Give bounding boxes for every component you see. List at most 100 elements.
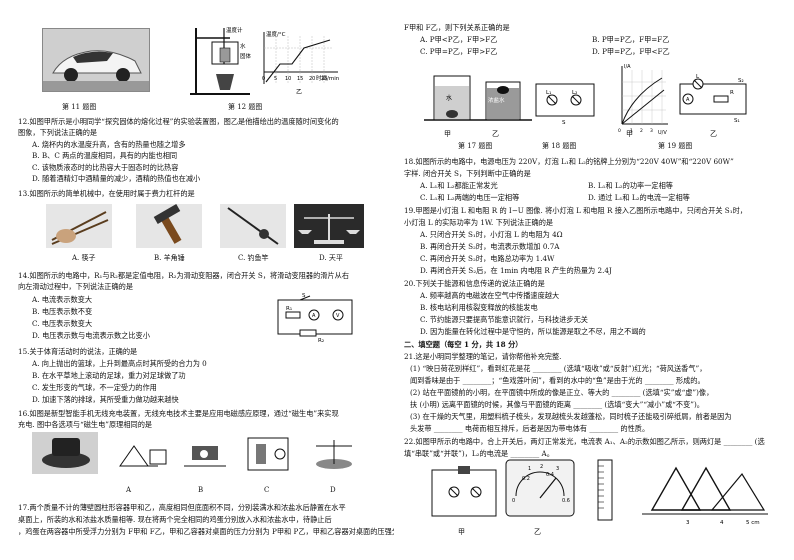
car-image (43, 29, 149, 91)
q12-option-c: C. 该物质液态时的比热容大于固态时的比热容 (32, 163, 179, 172)
fig12-tick-2: 10 (285, 76, 291, 82)
fig19-axis-y: I/A (624, 64, 631, 70)
left-column: 温度计 水 固体 甲 温度/°C 时间/min 0 5 10 15 20 25 … (14, 0, 394, 560)
q14-label-a: A (312, 313, 316, 319)
fig19-r: R (730, 90, 734, 96)
q21-part3-a: (3) 在干燥的天气里，用塑料梳子梳头，发现越梳头发越蓬松，同时梳子还能吸引碎纸… (410, 412, 732, 421)
q19-option-b: B. 再闭合开关 S₂时，电流表示数增加 0.7A (420, 242, 560, 251)
q13-option-a: A. 筷子 (72, 254, 96, 262)
fig22-meter-3: 0.6 (562, 498, 570, 504)
q14-label-s: S (302, 293, 306, 299)
fig22-meter-2: 0.4 (546, 472, 554, 478)
fig12-tick-3: 15 (297, 76, 303, 82)
fig12-tick-1: 5 (274, 76, 277, 82)
q19-stem-2: 小灯泡 L 的实际功率为 1W. 下列说法正确的是 (404, 218, 554, 227)
q15-option-b: B. 在水平草地上滚动的足球，重力对足球做了功 (32, 371, 186, 380)
q17-option-a: A. P甲<P乙，F甲>F乙 (420, 35, 498, 44)
q17-continued: F甲和 F乙，则下列关系正确的是 (404, 23, 510, 32)
fig19-s1: S₁ (734, 118, 740, 124)
car-photo (42, 28, 150, 92)
q14-label-r1: R₁ (286, 306, 292, 312)
fig22-ruler-4: 4 (720, 520, 724, 526)
q17-option-d: D. P甲=P乙，F甲<F乙 (592, 47, 670, 56)
claw-hammer-image (136, 204, 202, 248)
fig12-label-thermo: 温度计 (226, 26, 243, 34)
q21-part2-a: (2) 站在平面镜前的小明，在平面镜中所成的像是正立、等大的 ________ … (410, 388, 714, 397)
fig19-graph: I/A U/V 0 1 2 3 (618, 64, 668, 136)
fig22-meter-1: 0.2 (522, 476, 530, 482)
fig11-caption: 第 11 题图 (62, 103, 97, 111)
fig22-meter-5: 2 (540, 464, 543, 470)
q14-label-v: V (336, 313, 340, 319)
fig22-a: 甲 (458, 528, 465, 536)
q19-option-a: A. 只闭合开关 S₁时，小灯泡 L 的电阻为 4Ω (420, 230, 563, 239)
q14-option-a: A. 电流表示数变大 (32, 295, 93, 304)
section-fill-in-title: 二、填空题（每空 1 分，共 18 分） (404, 340, 523, 349)
q14-option-c: C. 电压表示数变大 (32, 319, 93, 328)
balance-scale-image (294, 204, 364, 248)
fig22-b: 乙 (534, 528, 541, 536)
chopsticks-image (46, 204, 112, 248)
fig17-containers: 水 浓盐水 (424, 75, 532, 121)
fig19-caption: 第 19 题图 (658, 142, 693, 150)
q12-option-d: D. 随着酒精灯中酒精量的减少，酒精的热值也在减小 (32, 174, 201, 183)
q17-line-2: 桌面上，所装的水和浓盐水质量相等. 现在将两个完全相同的鸡蛋分别放入水和浓盐水中… (18, 515, 332, 524)
fig12-tick-4: 20 (309, 76, 315, 82)
fig12-tick-0: 0 (262, 76, 265, 82)
q13-option-b: B. 羊角锤 (154, 254, 185, 262)
fig12-tick-5: 25 (321, 76, 327, 82)
fig12-apparatus: 温度计 水 固体 甲 (190, 26, 252, 95)
q18-option-a: A. L₁和 L₂都能正常发光 (420, 181, 498, 190)
q14-option-d: D. 电压表示数与电流表示数之比变小 (32, 331, 150, 340)
fig18-s: S (562, 120, 566, 126)
q20-option-a: A. 频率越高的电磁波在空气中传播速度越大 (420, 291, 560, 300)
q14-option-b: B. 电压表示数不变 (32, 307, 93, 316)
fig22-ruler-3: 3 (686, 520, 690, 526)
q17-line-3: ，鸡蛋在两容器中所受浮力分别为 F甲和 F乙，甲和乙容器对桌面的压力分别为 P甲… (18, 527, 394, 536)
q21-part2-b: 扶 (小明) 远离平面镜的时候，其像与平面镜的距离 ________ (选填“变… (410, 400, 704, 409)
fig12-axis-y: 温度/°C (266, 30, 286, 38)
q21-part3-b: 头发带 ________ 电荷而相互排斥，后者是因为带电体有 ________ … (410, 424, 650, 433)
q15-stem: 15.关于体育活动时的说法，正确的是 (18, 347, 138, 356)
q12-option-a: A. 烧杯内的水温度升高，含有的热量也随之增多 (32, 140, 186, 149)
fig17-a: 甲 (444, 130, 451, 138)
fig12-label-b: 乙 (296, 89, 302, 96)
fig19-circuit: L R A S₁ S₂ (679, 74, 747, 124)
q15-option-a: A. 向上抛出的篮球，上升到最高点时其所受的合力为 0 (32, 359, 207, 368)
q18-stem-1: 18.如图所示的电路中，电源电压为 220V，灯泡 L₁和 L₂的铭牌上分别为“… (404, 157, 734, 166)
right-column: F甲和 F乙，则下列关系正确的是 A. P甲<P乙，F甲>F乙 B. P甲=P乙… (402, 0, 782, 560)
fig17-water: 水 (446, 94, 452, 102)
q14-circuit: S R₁ R₂ A V (277, 293, 353, 342)
q21-stem: 21.这是小明同学整理的笔记，请你帮他补充完整. (404, 352, 562, 361)
q15-option-c: C. 发生形变的气球，不一定受力的作用 (32, 383, 157, 392)
q19-option-c: C. 再闭合开关 S₂时，电路总功率为 1.4W (420, 254, 555, 263)
fig22-ammeter: 0 0.2 0.4 0.6 1 2 3 (505, 459, 575, 517)
q16-stem-1: 16.如图是新型智能手机无线充电装置，无线充电技术主要是应用电磁感应原理，通过“… (18, 409, 339, 418)
fishing-rod-image (220, 204, 286, 248)
fig22-ruler: 3 4 5 cm (597, 459, 768, 526)
q16-stem-2: 充电. 图中各选项与“磁生电”原理相同的是 (18, 420, 153, 429)
fig18-l1: L₁ (546, 90, 551, 96)
q15-option-d: D. 加速下落的排球，其所受重力做功越来越快 (32, 395, 179, 404)
q16-apparatus-c (247, 437, 289, 471)
fig19-l: L (696, 74, 700, 80)
q22-line-2: 填“串联”或“并联”)，L₂的电流是 ________ A。 (404, 449, 554, 458)
q12-stem-1: 12.如图甲所示是小明同学“探究固体的熔化过程”的实验装置图，图乙是他描绘出的温… (18, 117, 339, 126)
q13-option-c: C. 钓鱼竿 (238, 254, 269, 262)
fig22-meter-6: 3 (556, 466, 559, 472)
q13-option-d: D. 天平 (319, 254, 343, 262)
q21-part1-b: 闻到香味是由于 ________；“鱼戏莲叶间”，看到的水中的“鱼”是由于光的 … (410, 376, 705, 385)
q19-option-d: D. 再闭合开关 S₂后，在 1min 内电阻 R 产生的热量为 2.4J (420, 266, 612, 275)
fig12-axis-x: 时间/min (316, 74, 340, 82)
wireless-charger-image (32, 432, 98, 474)
q16-label-b: B (198, 486, 204, 494)
fig19-axis-x: U/V (658, 130, 667, 136)
q16-apparatus-a (119, 445, 167, 467)
q19-stem-1: 19.甲图是小灯泡 L 和电阻 R 的 I−U 图像. 将小灯泡 L 和电阻 R… (404, 206, 747, 215)
q16-label-a: A (126, 486, 132, 494)
q20-option-d: D. 因为能量在转化过程中是守恒的，所以能源是取之不尽，用之不竭的 (420, 327, 646, 336)
fig17-salt: 浓盐水 (488, 96, 505, 104)
q21-part1-a: (1) “映日荷花别样红”，看到红花是花 ________ (选填“吸收”或“反… (410, 364, 707, 373)
fig19-s2: S₂ (738, 78, 744, 84)
q14-stem-2: 向左滑动过程中，下列说法正确的是 (18, 282, 134, 291)
